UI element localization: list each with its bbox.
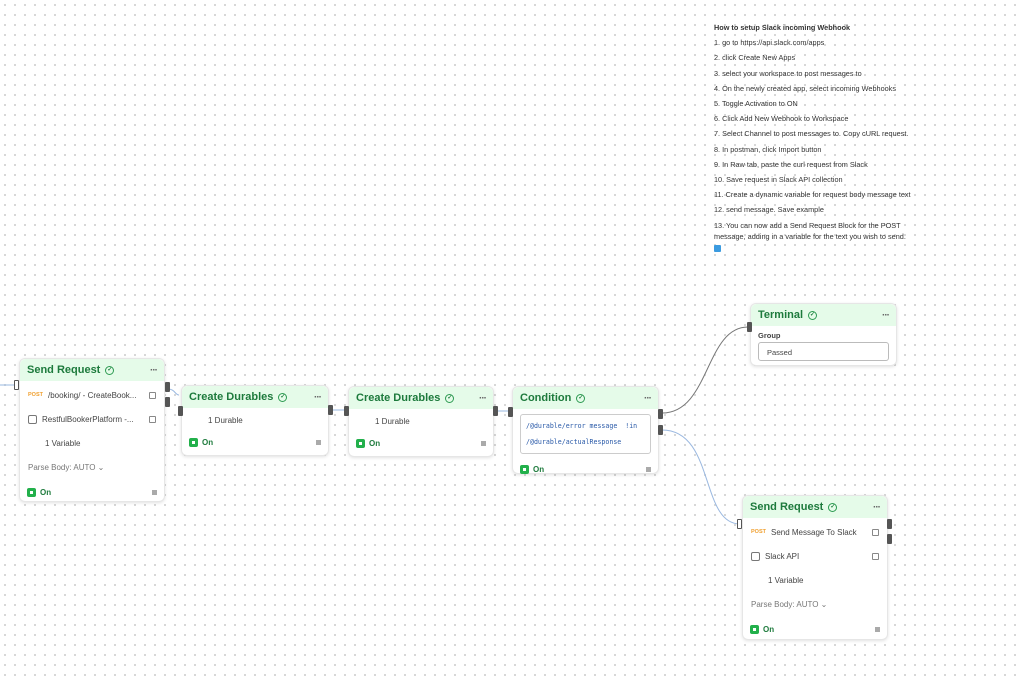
- note-step: 9. In Raw tab, paste the curl request fr…: [714, 159, 868, 169]
- send-request-node[interactable]: Send Request ✓ ··· POST Send Message To Sla…: [742, 495, 888, 640]
- external-link-icon[interactable]: [872, 552, 879, 560]
- note-step: 4. On the newly created app, select inco…: [714, 83, 896, 93]
- note-step: 7. Select Channel to post messages to. C…: [714, 129, 909, 139]
- note-title: How to setup Slack incoming Webhook: [714, 23, 851, 32]
- note-step: 10. Save request in Slack API collection: [714, 175, 843, 185]
- more-icon[interactable]: ···: [644, 392, 652, 404]
- more-icon[interactable]: ···: [882, 309, 890, 321]
- parse-body-dropdown[interactable]: Parse Body: AUTO: [28, 462, 96, 472]
- external-link-icon[interactable]: [872, 528, 879, 536]
- send-request-node[interactable]: Send Request ✓ ··· POST/booking/ - CreateB…: [19, 358, 165, 502]
- more-icon[interactable]: ···: [314, 391, 322, 403]
- note-step: 3. select your workspace to post message…: [714, 68, 862, 78]
- status-label: On: [202, 437, 214, 447]
- node-title: Create Durables: [356, 392, 441, 404]
- request-link[interactable]: /booking/ - CreateBook...: [47, 390, 137, 400]
- create-durables-node[interactable]: Create Durables ✓ ··· 1 Durable On: [181, 385, 329, 456]
- status-label: On: [369, 438, 381, 448]
- true-output-port[interactable]: [658, 409, 663, 419]
- note-step: 1. go to https://api.slack.com/apps: [714, 38, 825, 48]
- condition-expression[interactable]: /@durable/error message !in/@durable/act…: [520, 414, 651, 454]
- output-port[interactable]: [165, 397, 170, 407]
- method-badge: POST: [751, 529, 766, 535]
- output-port[interactable]: [165, 382, 170, 392]
- node-title: Send Request: [27, 364, 101, 376]
- embed-icon[interactable]: [714, 244, 721, 252]
- durable-count[interactable]: 1 Durable: [375, 416, 410, 426]
- check-icon: ✓: [576, 393, 586, 403]
- toggle-on[interactable]: [27, 487, 36, 497]
- more-icon[interactable]: ···: [479, 392, 487, 404]
- input-port[interactable]: [747, 322, 752, 332]
- parse-body-dropdown[interactable]: Parse Body: AUTO: [751, 599, 819, 609]
- output-port[interactable]: [328, 405, 333, 415]
- resize-handle[interactable]: [316, 439, 321, 445]
- check-icon: ✓: [445, 393, 455, 403]
- resize-handle[interactable]: [152, 489, 157, 495]
- node-title: Create Durables: [189, 391, 274, 403]
- resize-handle[interactable]: [646, 466, 651, 472]
- request-link[interactable]: Send Message To Slack: [770, 527, 857, 537]
- chevron-down-icon: ⌄: [97, 462, 105, 472]
- input-port[interactable]: [344, 406, 349, 416]
- durable-count[interactable]: 1 Durable: [208, 415, 243, 425]
- note-step: 12. send message. Save example: [714, 205, 824, 215]
- note-step: 2. click Create New Apps: [714, 53, 796, 63]
- method-badge: POST: [28, 392, 43, 398]
- toggle-on[interactable]: [520, 464, 529, 474]
- resize-handle[interactable]: [481, 440, 486, 446]
- node-title: Condition: [520, 392, 572, 404]
- output-port[interactable]: [493, 406, 498, 416]
- status-label: On: [763, 624, 775, 634]
- status-label: On: [40, 487, 52, 497]
- external-link-icon[interactable]: [149, 415, 156, 423]
- sticky-note[interactable]: How to setup Slack incoming Webhook 1. g…: [714, 20, 929, 257]
- note-step: 8. In postman, click Import button: [714, 144, 822, 154]
- collection-link[interactable]: RestfulBookerPlatform -...: [42, 414, 134, 424]
- check-icon: ✓: [828, 502, 838, 512]
- toggle-on[interactable]: [356, 438, 365, 448]
- output-port[interactable]: [887, 519, 892, 529]
- note-step: 5. Toggle Activation to ON: [714, 99, 798, 109]
- input-port[interactable]: [508, 407, 513, 417]
- more-icon[interactable]: ···: [873, 501, 881, 513]
- collection-icon: [28, 414, 37, 424]
- variables-count[interactable]: 1 Variable: [768, 575, 804, 585]
- status-label: On: [533, 464, 545, 474]
- note-step: 13. You can now add a Send Request Block…: [714, 220, 906, 241]
- resize-handle[interactable]: [875, 626, 880, 632]
- create-durables-node[interactable]: Create Durables ✓ ··· 1 Durable On: [348, 386, 494, 457]
- chevron-down-icon: ⌄: [820, 599, 828, 609]
- check-icon: ✓: [808, 310, 818, 320]
- collection-link[interactable]: Slack API: [765, 551, 800, 561]
- node-title: Send Request: [750, 501, 824, 513]
- check-icon: ✓: [105, 365, 115, 375]
- group-input[interactable]: Passed: [758, 342, 889, 361]
- toggle-on[interactable]: [189, 437, 198, 447]
- more-icon[interactable]: ···: [150, 364, 158, 376]
- input-port[interactable]: [178, 406, 183, 416]
- output-port[interactable]: [887, 534, 892, 544]
- collection-icon: [751, 551, 760, 561]
- input-port[interactable]: [14, 380, 19, 390]
- terminal-node[interactable]: Terminal ✓ ··· Group Passed: [750, 303, 897, 366]
- toggle-on[interactable]: [750, 624, 759, 634]
- note-step: 6. Click Add New Webhook to Workspace: [714, 114, 849, 124]
- group-label: Group: [758, 331, 781, 340]
- note-step: 11. Create a dynamic variable for reques…: [714, 190, 911, 200]
- node-title: Terminal: [758, 309, 804, 321]
- check-icon: ✓: [278, 392, 288, 402]
- false-output-port[interactable]: [658, 425, 663, 435]
- variables-count[interactable]: 1 Variable: [45, 438, 81, 448]
- external-link-icon[interactable]: [149, 391, 156, 399]
- condition-node[interactable]: Condition ✓ ··· /@durable/error message !i…: [512, 386, 659, 474]
- input-port[interactable]: [737, 519, 742, 529]
